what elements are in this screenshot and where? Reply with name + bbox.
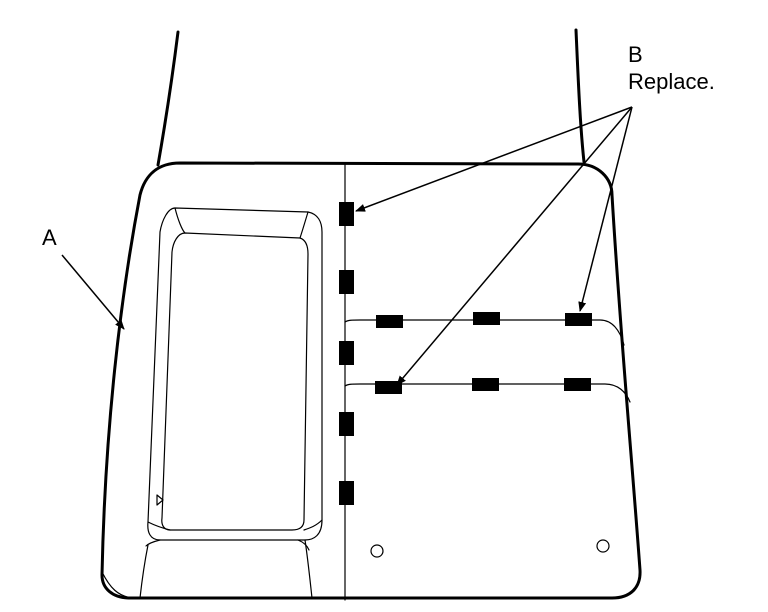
clip <box>339 270 354 294</box>
seat-back-frame <box>156 28 586 167</box>
clip <box>473 312 500 325</box>
clip <box>564 378 591 391</box>
leader-arrows <box>61 106 633 386</box>
recessed-panel <box>139 207 323 599</box>
clip <box>565 313 592 326</box>
arrow-a <box>61 254 125 330</box>
clip <box>339 202 354 226</box>
seat-cover <box>100 161 642 600</box>
clip <box>339 481 354 505</box>
clip <box>375 381 402 394</box>
label-replace: Replace. <box>628 69 715 94</box>
arrow-b <box>578 106 633 312</box>
arrow-b <box>355 106 633 212</box>
label-b: B <box>628 42 643 67</box>
clip <box>376 315 403 328</box>
arrow-b <box>396 106 633 386</box>
label-a: A <box>42 225 57 250</box>
clip <box>339 341 354 365</box>
clip <box>472 378 499 391</box>
clip <box>339 412 354 436</box>
clips <box>339 202 592 505</box>
